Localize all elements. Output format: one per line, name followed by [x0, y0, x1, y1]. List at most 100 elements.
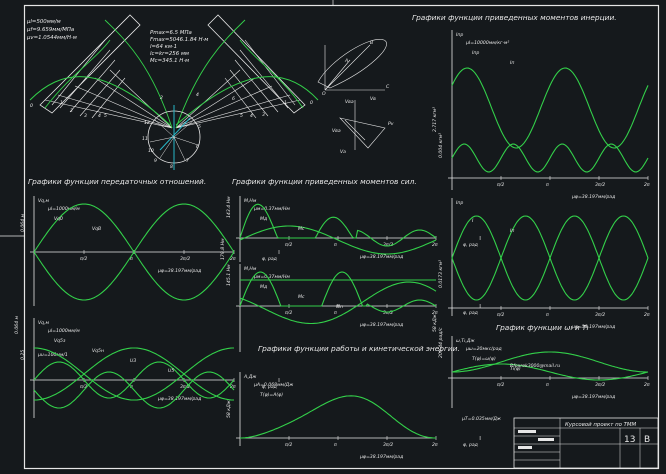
- chart5-tick-label-2: 3π/2: [595, 182, 605, 188]
- sheet-letter: В: [644, 435, 650, 445]
- chart0-series-label-1: VqB: [92, 226, 101, 232]
- chart5-value-label-1: 2.717 кгм²: [432, 107, 438, 132]
- chart0-scale-y: μl=1000мм/м: [47, 206, 80, 212]
- svg-text:0: 0: [310, 100, 313, 106]
- chart3-tick-label-1: π: [334, 311, 337, 316]
- right-connecting-rod-trace: [175, 76, 319, 126]
- chart5-tick-label-0: π/2: [497, 182, 504, 188]
- chart6-tick-label-1: π: [546, 313, 549, 318]
- chart1-series-label-1: Vq5н: [92, 348, 104, 354]
- svg-text:6: 6: [196, 144, 199, 150]
- chart6-tick-label-3: 2π: [644, 312, 650, 318]
- title-torque: Графики функции приведенных моментов сил…: [232, 177, 417, 186]
- chart4-tick-label-4: φ, рад: [463, 443, 478, 448]
- chart3-value-label-0: 145.1 Нм: [226, 264, 232, 286]
- chart1-series-label-2: U3: [130, 358, 136, 364]
- chart2-value-label-0: 143.4 Нм: [226, 196, 232, 218]
- velocity-ellipse: [317, 39, 387, 89]
- svg-text:5: 5: [198, 124, 201, 130]
- chart4-series-label-0: T(φ)=A(φ): [260, 392, 283, 398]
- chart5-series-1: [451, 143, 649, 173]
- sheet-number: 13: [624, 435, 635, 445]
- svg-text:3: 3: [262, 112, 265, 118]
- chart1-value-label-1: 0.064 м: [14, 315, 20, 334]
- mech-param-3: lc=kr=256 мм: [150, 51, 189, 57]
- chart7-series-label-1: Tı(φ): [510, 366, 521, 372]
- chart5-scale-y: μI=10000мм/кг·м²: [465, 40, 509, 46]
- chart5-ylabel: Iпр: [456, 32, 463, 38]
- chart0-scale-x: μφ=38.197мм/рад: [157, 268, 201, 274]
- chart7-tick-label-0: π/2: [497, 382, 504, 388]
- svg-text:2: 2: [70, 108, 73, 114]
- svg-text:2: 2: [160, 95, 163, 101]
- chart0-series-label-0: Vq0: [54, 216, 63, 222]
- chart3-tick-label-2: 3π/2: [383, 310, 393, 316]
- svg-text:7: 7: [186, 158, 189, 164]
- chart3-scale-y: μм=0.37мм/Нм: [253, 274, 290, 280]
- letter-b: B: [370, 40, 373, 46]
- chart7-scale-t: μT=0.035мм/Дж: [461, 416, 502, 422]
- chart4-ylabel: A,Дж: [243, 374, 257, 380]
- right-link-positions: [175, 39, 301, 129]
- chart2-ylabel: M,Нм: [244, 198, 257, 204]
- chart3-tick-label-0: π/2: [285, 310, 292, 316]
- mech-scale-1: μf=9.659мм/МПа: [26, 27, 74, 33]
- title-omega: График функции ωı и Tı: [496, 323, 589, 332]
- chart2-series-0: [239, 203, 437, 247]
- chart1-series-label-3: U5: [168, 368, 174, 374]
- chart2-tick-label-4: φ, рад: [463, 243, 478, 248]
- chart4-scale-y: μА=0.068мм/Дж: [253, 382, 294, 388]
- svg-text:6: 6: [232, 96, 235, 102]
- chart0-tick-label-4: φ, рад: [262, 257, 277, 262]
- chart2-tick-label-0: π/2: [285, 242, 292, 248]
- chart2-tick-label-2: 3π/2: [383, 242, 393, 248]
- svg-text:8: 8: [170, 164, 173, 170]
- chart1-series-3: [34, 347, 234, 401]
- letter-o: O: [322, 91, 326, 97]
- chart4-tick-label-2: 3π/2: [383, 442, 393, 448]
- svg-text:1: 1: [284, 100, 287, 106]
- chart4-value-label-0: 58 кДж: [226, 399, 232, 418]
- chart6-tick-label-0: π/2: [497, 312, 504, 318]
- letter-c: C: [386, 84, 390, 90]
- title-ratio: Графики функции передаточных отношений.: [28, 177, 206, 186]
- chart3-value-label-1: 179.8 Нм: [220, 238, 226, 260]
- chart3-ylabel: M,Нм: [244, 266, 257, 272]
- chart3-series-2: [239, 281, 437, 325]
- chart2-scale-x: μφ=38.197мм/рад: [359, 254, 403, 260]
- chart3-series-label-2: Mп: [336, 304, 343, 310]
- chart7-tick-label-1: π: [546, 383, 549, 388]
- chart7-tick-label-3: 2π: [644, 382, 650, 388]
- chart1-tick-label-2: 3π/2: [180, 384, 190, 390]
- mech-param-4: Mc=345.1 Н·м: [150, 58, 189, 64]
- mech-param-2: l=64 км·1: [150, 44, 177, 50]
- chart0-series-1: [33, 203, 235, 301]
- mech-scale-0: μl=500мм/м: [26, 19, 61, 25]
- chart0-value-label-0: 0.064 м: [20, 213, 26, 232]
- mech-param-1: Fmax=5046.1.84 Н·м: [150, 37, 208, 43]
- svg-text:5: 5: [104, 113, 107, 119]
- chart6-value-label-0: 0.0173 кгм²: [438, 260, 444, 288]
- chart3-tick-label-4: φ, рад: [463, 311, 478, 316]
- chart7-scale-x: μφ=38.197мм/рад: [571, 394, 615, 400]
- svg-text:4: 4: [250, 113, 253, 119]
- chart2-series-label-0: Mд: [260, 216, 267, 222]
- title-block: Курсовой проект по ТММ 13 В: [513, 417, 659, 469]
- chart1-scale-y: μl=1000мм/м: [47, 328, 80, 334]
- chart6-series-label-1: Iп: [510, 228, 514, 234]
- svg-text:4: 4: [196, 92, 199, 98]
- svg-text:1: 1: [60, 100, 63, 106]
- chart0-tick-label-3: 2π: [230, 256, 236, 262]
- chart1-ylabel: Vq,м: [38, 320, 50, 326]
- chart1-tick-label-4: φ, рад: [262, 385, 277, 390]
- title-block-title: Курсовой проект по ТММ: [565, 422, 637, 428]
- chart0-ylabel: Vq,м: [38, 198, 50, 204]
- letter-a: A: [344, 58, 348, 64]
- chart2-tick-label-3: 2π: [432, 242, 438, 248]
- chart5-value-label-0: 0.004 кгм²: [438, 133, 444, 158]
- chart3-scale-x: μφ=38.197мм/рад: [359, 322, 403, 328]
- svg-text:11: 11: [142, 136, 148, 142]
- chart5-tick-label-1: π: [546, 183, 549, 188]
- svg-text:10: 10: [148, 148, 154, 154]
